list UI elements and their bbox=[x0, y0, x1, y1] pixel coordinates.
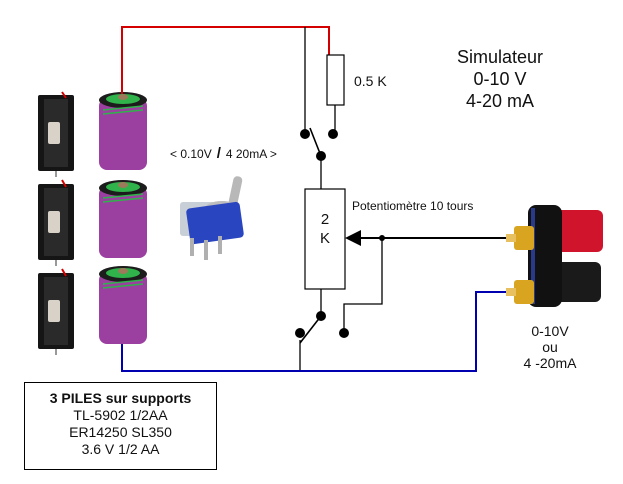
output-label-line: ou bbox=[542, 339, 558, 355]
output-label: 0-10V ou 4 -20mA bbox=[500, 323, 600, 371]
resistor-0-5k bbox=[326, 54, 345, 106]
output-label-line: 0-10V bbox=[531, 323, 569, 339]
battery-cell bbox=[99, 92, 147, 170]
battery-cell bbox=[99, 266, 147, 344]
potentiometer-label: Potentiomètre 10 tours bbox=[352, 199, 474, 213]
positive-wire bbox=[121, 26, 330, 94]
title-line: 0-10 V bbox=[473, 69, 527, 89]
negative-wire bbox=[121, 291, 514, 372]
toggle-switch-image bbox=[180, 176, 244, 260]
wiper-arrow bbox=[345, 230, 361, 246]
title-line: 4-20 mA bbox=[465, 91, 535, 111]
selector-switch-bottom bbox=[295, 311, 349, 371]
potentiometer-value-number: 2 bbox=[320, 211, 330, 228]
diagram-title: Simulateur 0-10 V 4-20 mA bbox=[420, 46, 580, 112]
battery-info-box: 3 PILES sur supports TL-5902 1/2AA ER142… bbox=[24, 382, 217, 470]
battery-info-line: 3.6 V 1/2 AA bbox=[81, 441, 160, 457]
battery-info-line: ER14250 SL350 bbox=[69, 424, 172, 440]
potentiometer-value-unit: K bbox=[319, 230, 330, 247]
selector-label-current: 4 20mA > bbox=[225, 147, 277, 161]
wire bbox=[343, 238, 383, 332]
selector-label-slash: / bbox=[216, 145, 221, 162]
potentiometer-value: 2 K bbox=[305, 210, 345, 248]
battery-holder bbox=[38, 91, 74, 177]
potentiometer-body bbox=[304, 188, 346, 290]
selector-label-voltage: < 0.10V bbox=[170, 147, 212, 161]
battery-info-heading: 3 PILES sur supports bbox=[49, 390, 192, 406]
battery-info-line: TL-5902 1/2AA bbox=[73, 407, 168, 423]
battery-holder bbox=[38, 179, 74, 266]
resistor-label: 0.5 K bbox=[354, 73, 387, 89]
battery-cell-group bbox=[99, 92, 147, 344]
battery-cell bbox=[99, 180, 147, 258]
output-label-line: 4 -20mA bbox=[523, 355, 577, 371]
title-line: Simulateur bbox=[456, 47, 544, 67]
battery-holder bbox=[38, 268, 74, 355]
output-terminal-block bbox=[506, 205, 603, 307]
selector-label: < 0.10V / 4 20mA > bbox=[170, 145, 277, 162]
selector-switch-top bbox=[300, 127, 338, 189]
battery-holder-group bbox=[38, 91, 74, 355]
